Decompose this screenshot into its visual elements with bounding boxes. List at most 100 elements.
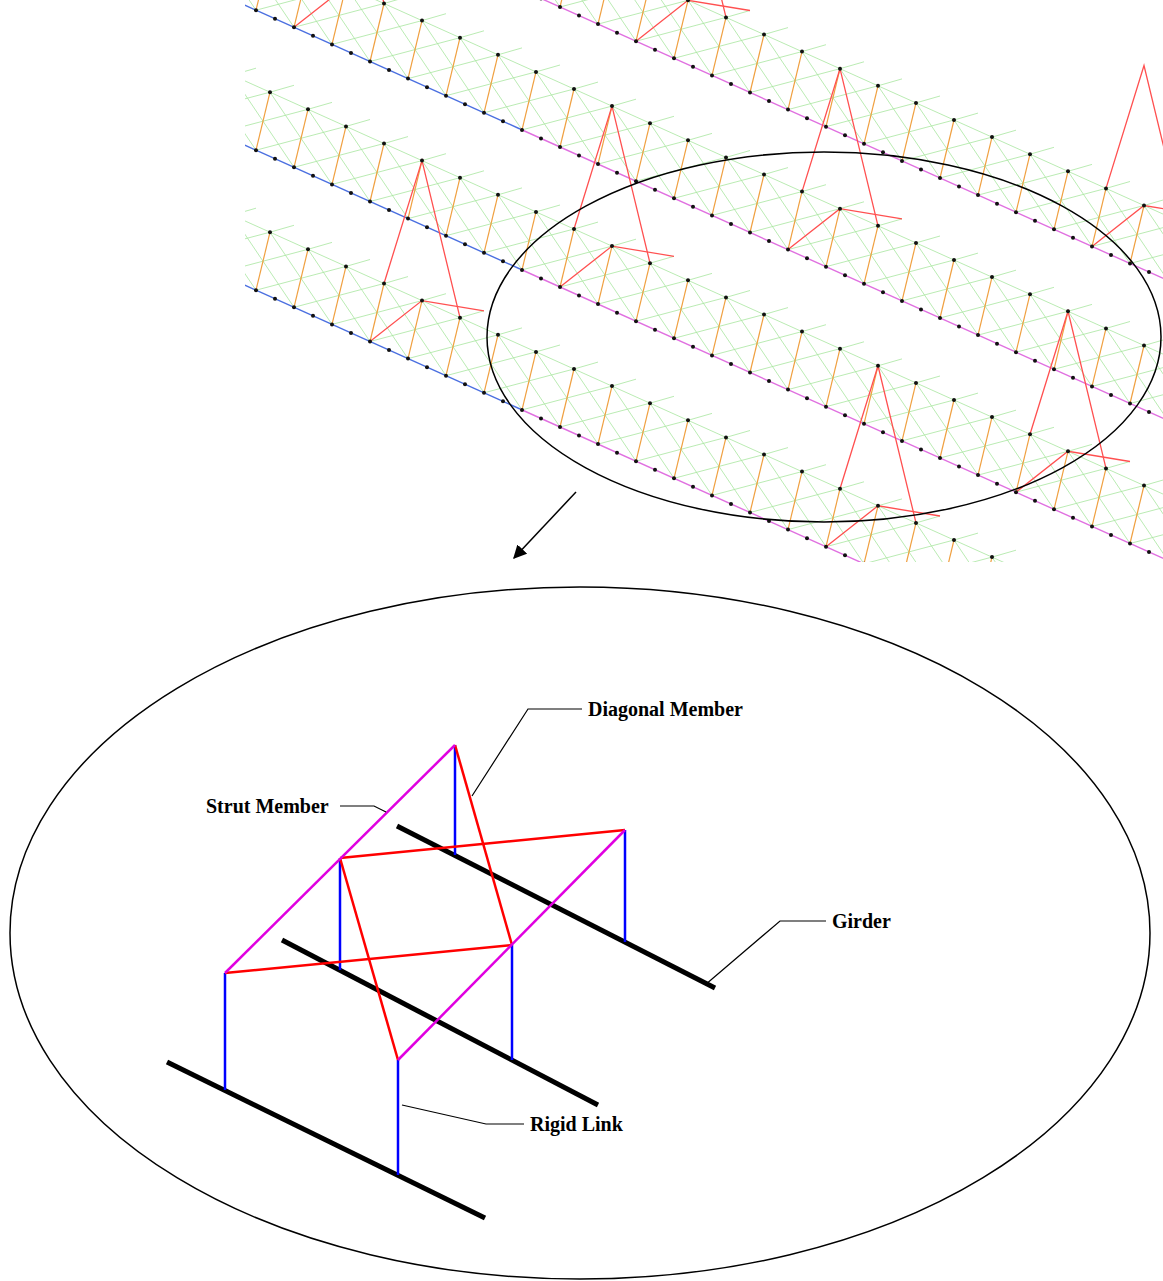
lattice-member [1106, 462, 1130, 469]
transverse-member [940, 260, 954, 318]
lattice-member [992, 557, 1030, 562]
fe-node [596, 302, 600, 306]
transverse-member [826, 349, 840, 407]
lattice-member [245, 215, 270, 232]
lattice-member [650, 116, 674, 123]
fe-node [444, 234, 448, 238]
fe-node [762, 173, 766, 177]
fe-node [577, 14, 581, 18]
fe-node [881, 430, 885, 434]
lattice-member [650, 0, 688, 1]
fe-node [501, 119, 505, 123]
fe-node [748, 231, 752, 235]
fe-node [344, 264, 348, 268]
transverse-member [560, 369, 574, 427]
fe-node [558, 285, 562, 289]
lattice-member [840, 342, 864, 349]
fe-node [458, 176, 462, 180]
fe-node [914, 521, 918, 525]
fe-node [786, 388, 790, 392]
fe-node [610, 104, 614, 108]
strut-member [225, 745, 455, 973]
fe-node [648, 401, 652, 405]
lattice-member [916, 516, 940, 523]
fe-node [990, 415, 994, 419]
fe-node [762, 313, 766, 317]
lattice-member [916, 523, 978, 562]
fe-node [838, 67, 842, 71]
lattice-member [536, 72, 574, 89]
lattice-member [1106, 328, 1144, 345]
fe-node [1071, 236, 1075, 240]
fe-node [1033, 219, 1037, 223]
fe-node [311, 34, 315, 38]
fe-node [1071, 376, 1075, 380]
transverse-member [902, 243, 916, 301]
lattice-member [1106, 322, 1130, 329]
lattice-member [1030, 154, 1068, 171]
lattice-member [916, 523, 954, 540]
fe-node [952, 118, 956, 122]
fe-node [387, 208, 391, 212]
fe-node [596, 22, 600, 26]
fe-node [482, 111, 486, 115]
fe-node [1033, 359, 1037, 363]
fe-node [1142, 484, 1146, 488]
fe-node [710, 73, 714, 77]
lattice-member [1106, 468, 1163, 560]
fe-node [995, 342, 999, 346]
lattice-member [954, 533, 978, 540]
transverse-member [560, 89, 574, 147]
fe-node [1066, 309, 1070, 313]
fe-node [634, 459, 638, 463]
fe-node [786, 528, 790, 532]
transverse-member [1092, 328, 1106, 386]
fe-node [957, 325, 961, 329]
lattice-member [840, 69, 878, 86]
fe-node [268, 230, 272, 234]
fe-node [710, 213, 714, 217]
fe-node [672, 56, 676, 60]
lattice-member [688, 133, 712, 140]
rigid-link [624, 830, 627, 942]
fe-node [311, 174, 315, 178]
girder-line [245, 103, 520, 270]
fe-node [938, 456, 942, 460]
lattice-member [574, 362, 598, 369]
leader-line [472, 709, 582, 796]
fe-node [1028, 432, 1032, 436]
lattice-member [916, 236, 940, 243]
fe-node [558, 5, 562, 9]
fe-node [558, 425, 562, 429]
lattice-member [270, 232, 308, 249]
fe-node [368, 60, 372, 64]
lattice-member [1144, 199, 1163, 206]
fe-node [577, 434, 581, 438]
fe-node [900, 439, 904, 443]
fe-node [729, 222, 733, 226]
lattice-member [612, 379, 636, 386]
fe-node [382, 2, 386, 6]
fe-node [710, 353, 714, 357]
leader-line [402, 1105, 524, 1124]
lattice-member [574, 229, 612, 246]
lattice-member [764, 455, 802, 472]
diagonal-members [225, 745, 625, 1060]
lattice-member [878, 219, 902, 226]
fe-node [876, 504, 880, 508]
fe-node [1147, 410, 1151, 414]
fe-node [938, 176, 942, 180]
fe-node [843, 133, 847, 137]
lattice-member [954, 400, 992, 417]
fe-node [876, 224, 880, 228]
fe-node [1014, 350, 1018, 354]
leader-line [340, 806, 386, 812]
lattice-member [992, 417, 1030, 434]
lattice-member [270, 225, 294, 232]
fe-node [919, 447, 923, 451]
lattice-member [1030, 427, 1054, 434]
lattice-member [245, 75, 270, 92]
fe-node [900, 159, 904, 163]
lattice-member [954, 113, 978, 120]
fe-node [800, 190, 804, 194]
